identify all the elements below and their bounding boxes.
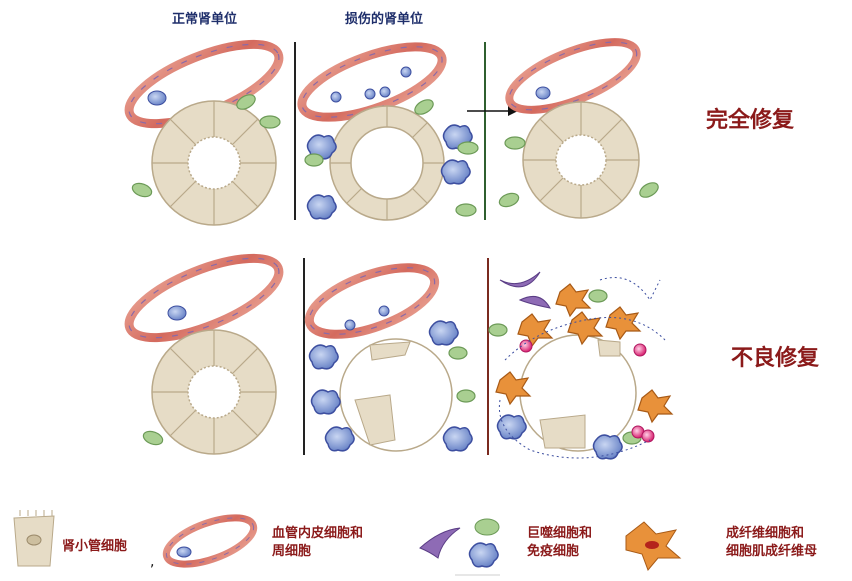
legend-label-tubule-cell: 肾小管细胞	[62, 539, 128, 554]
vessel-ring-normal-bottom	[124, 253, 284, 343]
legend-label-fibroblast: 成纤维细胞和 细胞肌成纤维母	[726, 526, 818, 559]
tubule-maladaptive	[519, 334, 637, 452]
pink-cells-maladaptive	[519, 339, 655, 443]
legend-macrophage-icon	[419, 518, 500, 576]
legend-vessel-icon	[162, 514, 258, 568]
legend-fibroblast-icon	[625, 521, 682, 571]
immune-cells-maladaptive	[496, 414, 623, 460]
green-cells	[131, 94, 659, 446]
tubule-injured-top	[329, 105, 445, 221]
tubule-complete-repair	[522, 101, 640, 219]
tubule-normal-top	[151, 100, 277, 226]
title-injured-nephron: 损伤的肾单位	[345, 12, 424, 27]
tubule-normal-bottom	[151, 329, 277, 455]
legend-label-macrophage-immune: 巨噬细胞和 免疫细胞	[527, 526, 593, 559]
legend-label-endothelial-pericyte: 血管内皮细胞和 周细胞	[272, 526, 364, 559]
title-normal-nephron: 正常肾单位	[172, 12, 238, 27]
label-maladaptive-repair: 不良修复	[731, 346, 820, 371]
purple-cells	[499, 271, 551, 309]
immune-cells-injured-bottom	[308, 320, 473, 452]
legend-tubule-cell-icon	[13, 510, 55, 567]
tubule-injured-bottom	[339, 338, 453, 452]
vessel-ring-complete-repair	[505, 38, 641, 114]
legend-comma: ,	[150, 554, 154, 570]
vessel-ring-injured-bottom	[304, 263, 440, 339]
fibroblasts-maladaptive	[495, 283, 674, 424]
label-complete-repair: 完全修复	[706, 108, 795, 133]
fiber-lines	[498, 277, 666, 459]
